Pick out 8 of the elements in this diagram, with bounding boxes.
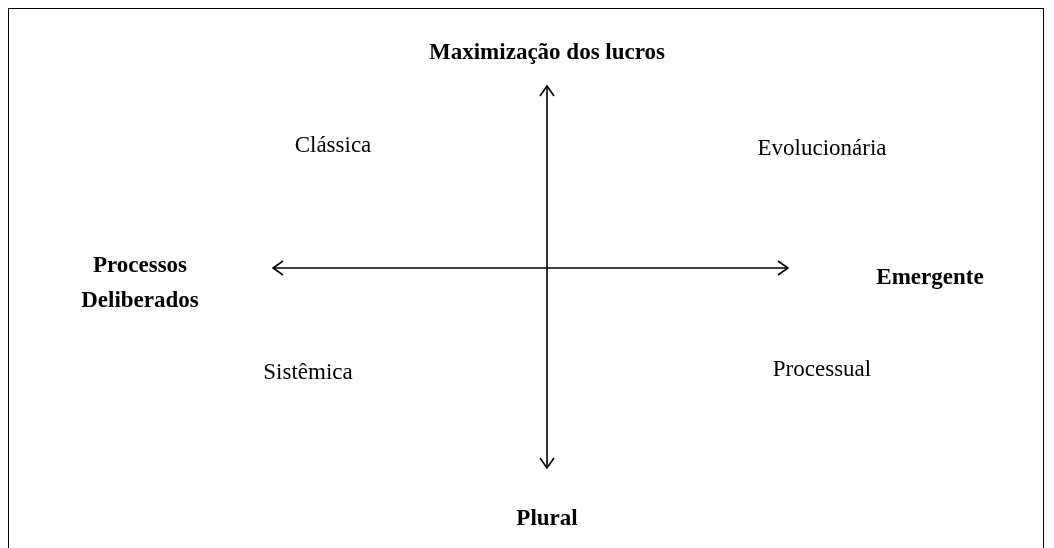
quadrant-label: Clássica — [294, 130, 372, 159]
axis-label: Maximização dos lucros — [429, 37, 665, 66]
quadrant-label: Evolucionária — [757, 133, 887, 162]
axis-label: Processos Deliberados — [80, 250, 200, 313]
axis-label: Emergente — [876, 262, 984, 291]
quadrant-label: Sistêmica — [263, 357, 353, 386]
axis-label: Plural — [516, 503, 578, 532]
quadrant-label: Processual — [772, 354, 872, 383]
